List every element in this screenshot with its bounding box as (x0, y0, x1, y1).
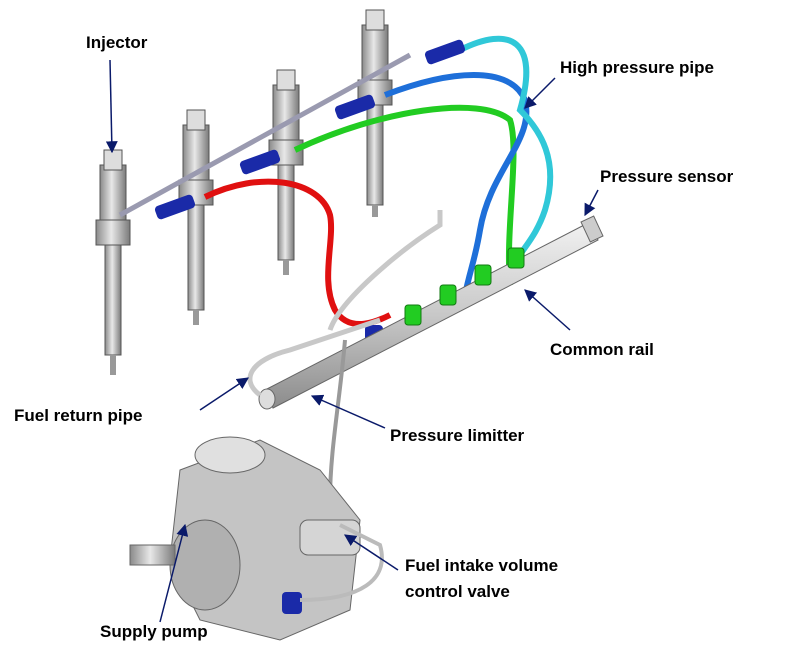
high-pressure-pipe-green (293, 104, 517, 286)
injector-1 (95, 149, 131, 375)
fuel-intake-volume-control-valve (299, 519, 361, 556)
common-rail (258, 215, 604, 410)
label-fuel-intake-line1: Fuel intake volume (405, 556, 559, 575)
label-high-pressure-pipe: High pressure pipe (560, 58, 714, 77)
injector-3 (268, 69, 304, 275)
injector-4 (357, 9, 393, 217)
label-fuel-return-pipe: Fuel return pipe (14, 406, 143, 425)
callout-arrows (105, 59, 599, 623)
label-fuel-intake-line2: control valve (405, 582, 510, 601)
label-supply-pump: Supply pump (100, 622, 208, 641)
label-injector: Injector (86, 33, 148, 52)
label-pressure-sensor: Pressure sensor (600, 167, 734, 186)
high-pressure-pipe-blue (383, 72, 530, 296)
high-pressure-pipe-cyan (458, 35, 554, 267)
supply-pump (129, 436, 384, 641)
high-pressure-pipe-red (203, 178, 392, 328)
label-pressure-limitter: Pressure limitter (390, 426, 525, 445)
pressure-sensor (580, 215, 604, 243)
fuel-return-pipe (247, 210, 443, 397)
leak-off-line (118, 52, 412, 218)
label-common-rail: Common rail (550, 340, 654, 359)
injector-2 (178, 109, 214, 325)
